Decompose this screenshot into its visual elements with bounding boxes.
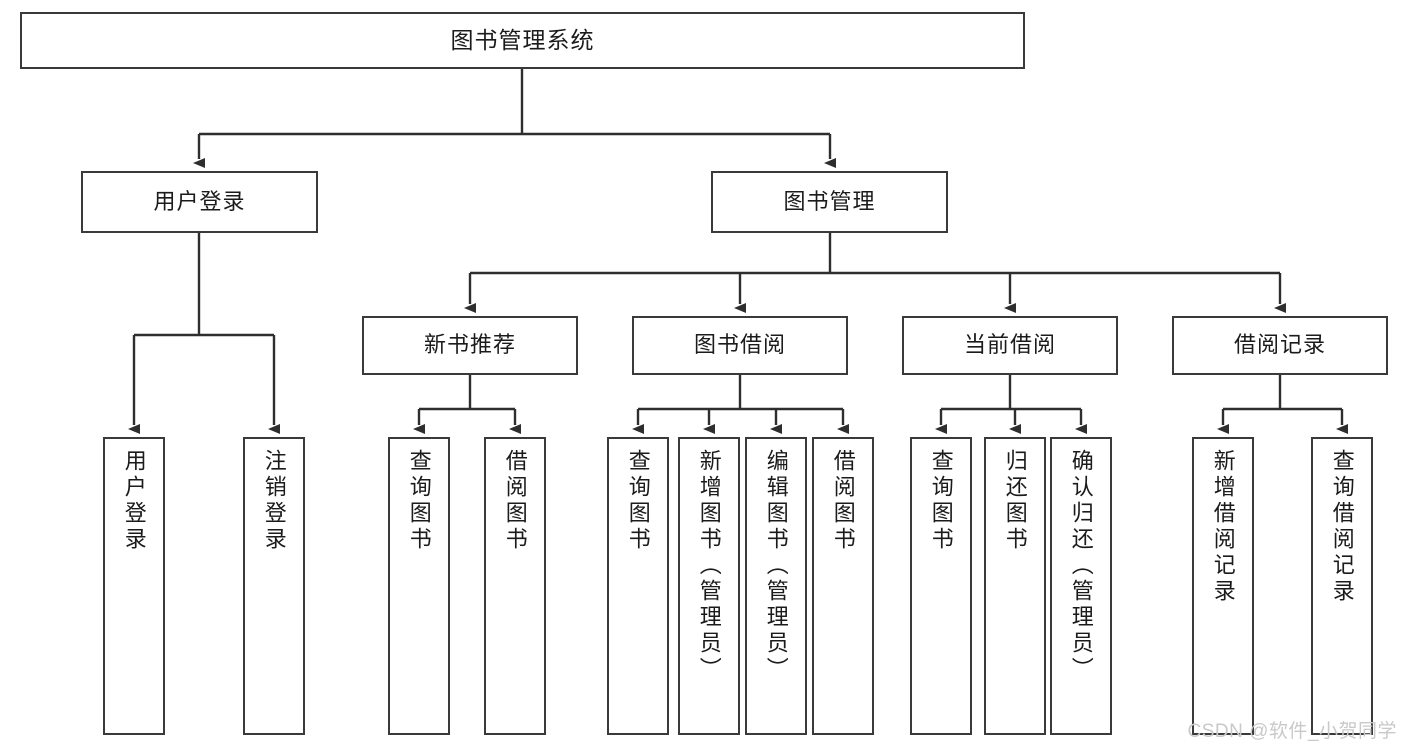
node-root[interactable]: 图书管理系统 [20,12,1025,69]
node-leaf-query-book-new[interactable]: 查询图书 [388,437,450,735]
node-leaf-user-login[interactable]: 用户登录 [103,437,165,735]
node-leaf-edit-book-admin[interactable]: 编辑图书（管理员） [745,437,807,735]
node-leaf-add-borrow-record[interactable]: 新增借阅记录 [1192,437,1254,735]
node-leaf-logout[interactable]: 注销登录 [243,437,305,735]
node-level1-book-management[interactable]: 图书管理 [711,171,948,233]
node-level2-new-book-recommend[interactable]: 新书推荐 [362,316,578,375]
node-leaf-query-book-current[interactable]: 查询图书 [910,437,972,735]
csdn-watermark: CSDN @软件_小贺同学 [1187,721,1397,742]
node-level1-user-login[interactable]: 用户登录 [81,171,318,233]
node-leaf-query-book-borrow[interactable]: 查询图书 [607,437,669,735]
node-leaf-add-book-admin[interactable]: 新增图书（管理员） [678,437,740,735]
node-leaf-borrow-book[interactable]: 借阅图书 [812,437,874,735]
node-leaf-return-book[interactable]: 归还图书 [984,437,1046,735]
node-level2-borrow-records[interactable]: 借阅记录 [1172,316,1388,375]
node-level2-book-borrow[interactable]: 图书借阅 [632,316,848,375]
node-level2-current-borrow[interactable]: 当前借阅 [902,316,1118,375]
node-leaf-borrow-book-new[interactable]: 借阅图书 [484,437,546,735]
node-leaf-confirm-return-admin[interactable]: 确认归还（管理员） [1050,437,1112,735]
node-leaf-query-borrow-record[interactable]: 查询借阅记录 [1311,437,1373,735]
